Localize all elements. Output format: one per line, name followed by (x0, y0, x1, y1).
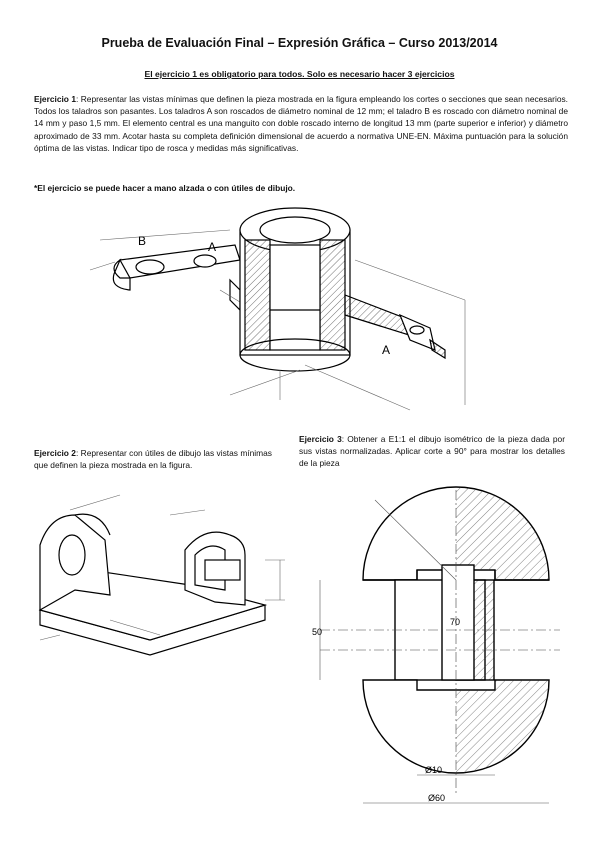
exercise-1-label: Ejercicio 1 (34, 94, 76, 104)
exercise-3-figure: 50 70 Ø10 Ø60 (312, 486, 560, 804)
page-title: Prueba de Evaluación Final – Expresión G… (101, 36, 498, 50)
exercise-2-label: Ejercicio 2 (34, 448, 76, 458)
dim-50: 50 (312, 627, 322, 637)
central-sleeve (239, 207, 351, 372)
exercise-2-figure (38, 494, 285, 656)
right-arm (344, 294, 446, 360)
dim-phi60: Ø60 (428, 793, 445, 803)
exercise-3-statement: Ejercicio 3: Obtener a E1:1 el dibujo is… (299, 433, 565, 470)
dim-70: 70 (450, 617, 460, 627)
dim-phi10: Ø10 (425, 765, 442, 775)
exercise-2-text: : Representar con útiles de dibujo las v… (34, 448, 272, 471)
left-arm (112, 244, 241, 312)
label-a-top: A (208, 240, 216, 254)
exercise-1-statement: Ejercicio 1: Representar las vistas míni… (34, 93, 568, 154)
label-a-right: A (382, 343, 390, 357)
exercise-3-text: : Obtener a E1:1 el dibujo isométrico de… (299, 434, 565, 469)
exercise-3-label: Ejercicio 3 (299, 434, 342, 444)
page-subtitle: El ejercicio 1 es obligatorio para todos… (144, 69, 455, 79)
exercise-1-figure: B A A (89, 207, 466, 411)
exercise-2-statement: Ejercicio 2: Representar con útiles de d… (34, 447, 272, 471)
exercise-1-note: *El ejercicio se puede hacer a mano alza… (34, 183, 296, 193)
label-b: B (138, 234, 146, 248)
exercise-1-text: : Representar las vistas mínimas que def… (34, 94, 568, 153)
shaft (394, 564, 495, 681)
